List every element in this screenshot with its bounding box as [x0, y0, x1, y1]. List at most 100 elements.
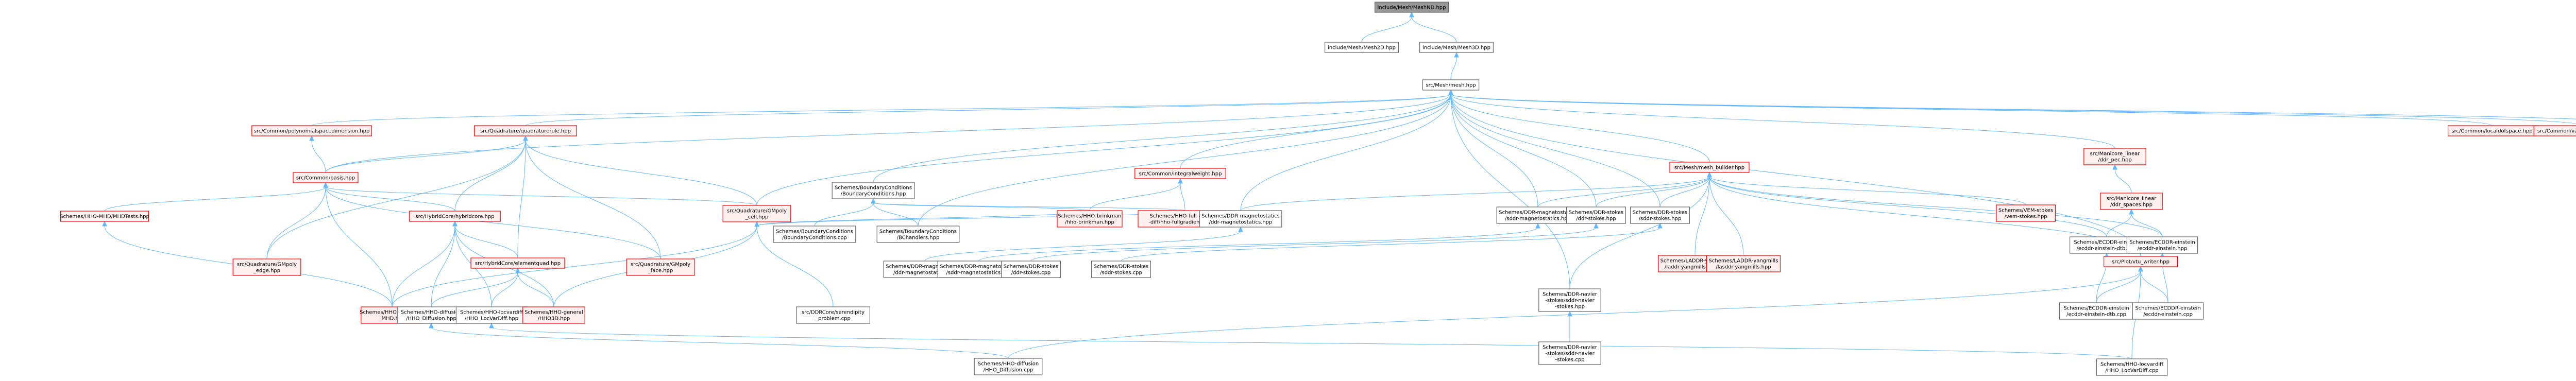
graph-node[interactable]: Schemes/HHO-brinkman/hho-brinkman.hpp — [1057, 210, 1123, 228]
node-box[interactable] — [251, 125, 372, 136]
node-box[interactable] — [1538, 341, 1601, 365]
node-box[interactable] — [2132, 302, 2204, 320]
node-box[interactable] — [522, 306, 585, 324]
graph-node[interactable]: Schemes/DDR-stokes/ddr-stokes.hpp — [1566, 206, 1626, 224]
graph-node[interactable]: Schemes/DDR-stokes/sddr-stokes.cpp — [1091, 261, 1151, 278]
node-box[interactable] — [409, 211, 501, 222]
node-label: include/Mesh/Mesh2D.hpp — [1328, 45, 1396, 51]
graph-node[interactable]: Schemes/DDR-magnetostatics/ddr-magnetost… — [1199, 210, 1282, 228]
graph-node[interactable]: src/Common/basis.hpp — [293, 172, 359, 183]
graph-node[interactable]: src/Quadrature/GMpoly_edge.hpp — [232, 258, 301, 276]
graph-node[interactable]: Schemes/DDR-navier-stokes/sddr-navier-st… — [1538, 341, 1601, 365]
graph-node[interactable]: include/Mesh/Mesh3D.hpp — [1419, 42, 1494, 53]
node-box[interactable] — [293, 172, 359, 183]
node-label: Schemes/HHO-diffusion — [401, 310, 462, 316]
graph-node[interactable]: Schemes/ECDDR-einstein/ecddr-einstein.hp… — [2126, 236, 2198, 254]
node-box[interactable] — [2096, 358, 2168, 376]
graph-node[interactable]: Schemes/HHO-locvardiff/HHO_LocVarDiff.hp… — [455, 306, 528, 324]
node-box[interactable] — [722, 205, 791, 222]
node-label: Schemes/HHO-full-gradient — [1150, 214, 1221, 219]
graph-node[interactable]: Schemes/BoundaryConditions/BChandlers.hp… — [876, 226, 960, 243]
dependency-edge — [2106, 213, 2132, 237]
graph-node[interactable]: Schemes/HHO-diffusion/HHO_Diffusion.hpp — [397, 306, 466, 324]
node-box[interactable] — [2533, 125, 2576, 136]
node-box[interactable] — [1325, 42, 1399, 53]
node-box[interactable] — [1419, 42, 1494, 53]
node-box[interactable] — [1422, 79, 1480, 91]
graph-node[interactable]: Schemes/BoundaryConditions/BoundaryCondi… — [773, 226, 856, 243]
graph-node[interactable]: Schemes/DDR-navier-stokes/sddr-navier-st… — [1538, 288, 1601, 312]
node-box[interactable] — [2104, 256, 2178, 267]
node-box[interactable] — [1669, 162, 1750, 173]
graph-node[interactable]: src/Quadrature/GMpoly_cell.hpp — [722, 205, 791, 222]
graph-node[interactable]: Schemes/HHO-diffusion/HHO_Diffusion.cpp — [974, 358, 1043, 375]
node-box[interactable] — [2083, 148, 2146, 165]
node-box[interactable] — [1375, 2, 1449, 13]
graph-node[interactable]: Schemes/ECDDR-einstein/ecddr-einstein.cp… — [2132, 302, 2204, 320]
graph-node[interactable]: Schemes/HHO-MHD/MHDTests.hpp — [60, 211, 149, 222]
graph-node[interactable]: src/DDRCore/serendipity_problem.cpp — [795, 306, 870, 324]
graph-node[interactable]: include/Mesh/MeshND.hpp — [1375, 2, 1449, 13]
graph-node[interactable]: Schemes/DDR-magnetostatics/sddr-magnetos… — [1496, 206, 1580, 224]
graph-node[interactable]: Schemes/HHO-locvardiff/HHO_LocVarDiff.cp… — [2096, 358, 2168, 376]
graph-node[interactable]: Schemes/HHO-general/HHO3D.hpp — [522, 306, 585, 324]
node-label: src/Common/polynomialspacedimension.hpp — [254, 129, 370, 134]
graph-node[interactable]: src/Quadrature/quadraturerule.hpp — [473, 125, 577, 136]
node-box[interactable] — [232, 258, 301, 276]
node-box[interactable] — [773, 226, 856, 243]
node-box[interactable] — [1566, 206, 1626, 224]
node-box[interactable] — [470, 257, 565, 269]
node-box[interactable] — [1134, 168, 1226, 179]
node-box[interactable] — [795, 306, 870, 324]
graph-node[interactable]: include/Mesh/Mesh2D.hpp — [1325, 42, 1399, 53]
graph-node[interactable]: Schemes/VEM-stokes/vem-stokes.hpp — [1996, 204, 2056, 222]
graph-node[interactable]: src/Mesh/mesh_builder.hpp — [1669, 162, 1750, 173]
node-label: _MHD.hpp — [378, 316, 405, 322]
dependency-edge — [1709, 176, 1744, 256]
node-label: -stokes.cpp — [1555, 357, 1584, 363]
node-box[interactable] — [1496, 206, 1580, 224]
node-box[interactable] — [2059, 302, 2134, 320]
node-box[interactable] — [473, 125, 577, 136]
node-label: Schemes/VEM-stokes — [1998, 208, 2053, 214]
graph-node[interactable]: src/Common/localdofspace.hpp — [2448, 125, 2537, 136]
node-box[interactable] — [1996, 204, 2056, 222]
graph-node[interactable]: src/Mesh/mesh.hpp — [1422, 79, 1480, 91]
graph-node[interactable]: src/Common/variabledofspace.hpp — [2533, 125, 2576, 136]
graph-node[interactable]: src/Manicore_linear/ddr_spaces.hpp — [2100, 193, 2163, 210]
node-box[interactable] — [1706, 255, 1781, 272]
graph-node[interactable]: src/HybridCore/elementquad.hpp — [470, 257, 565, 269]
node-box[interactable] — [1091, 261, 1151, 278]
node-box[interactable] — [1538, 288, 1601, 312]
node-box[interactable] — [1199, 210, 1282, 228]
graph-node[interactable]: src/Common/polynomialspacedimension.hpp — [251, 125, 372, 136]
graph-node[interactable]: src/Quadrature/GMpoly_face.hpp — [626, 258, 695, 276]
node-box[interactable] — [876, 226, 960, 243]
node-box[interactable] — [974, 358, 1043, 375]
graph-node[interactable]: src/Manicore_linear/ddr_pec.hpp — [2083, 148, 2146, 165]
graph-node[interactable]: Schemes/DDR-stokes/ddr-stokes.cpp — [1001, 261, 1061, 278]
dependency-edge — [756, 94, 1451, 206]
node-box[interactable] — [1630, 206, 1690, 224]
graph-node[interactable]: Schemes/DDR-stokes/sddr-stokes.hpp — [1630, 206, 1690, 224]
node-label: /ddr-stokes.cpp — [1011, 270, 1051, 276]
node-label: Schemes/ECDDR-einstein — [2129, 240, 2195, 246]
node-label: Schemes/DDR-stokes — [1004, 264, 1058, 270]
node-box[interactable] — [455, 306, 528, 324]
graph-node[interactable]: src/Plot/vtu_writer.hpp — [2104, 256, 2178, 267]
node-box[interactable] — [2100, 193, 2163, 210]
dependency-edge — [392, 226, 757, 307]
node-box[interactable] — [626, 258, 695, 276]
node-box[interactable] — [1001, 261, 1061, 278]
node-box[interactable] — [2126, 236, 2198, 254]
graph-node[interactable]: Schemes/BoundaryConditions/BoundaryCondi… — [832, 182, 915, 199]
dependency-edge — [873, 202, 919, 227]
node-label: src/DDRCore/serendipity — [802, 310, 865, 316]
graph-node[interactable]: Schemes/LADDR-yangmills/lasddr-yangmills… — [1706, 255, 1781, 272]
node-box[interactable] — [832, 182, 915, 199]
node-box[interactable] — [60, 211, 149, 222]
node-box[interactable] — [1057, 210, 1123, 228]
graph-node[interactable]: src/HybridCore/hybridcore.hpp — [409, 211, 501, 222]
graph-node[interactable]: src/Common/integralweight.hpp — [1134, 168, 1226, 179]
graph-node[interactable]: Schemes/ECDDR-einstein/ecddr-einstein-dt… — [2059, 302, 2134, 320]
